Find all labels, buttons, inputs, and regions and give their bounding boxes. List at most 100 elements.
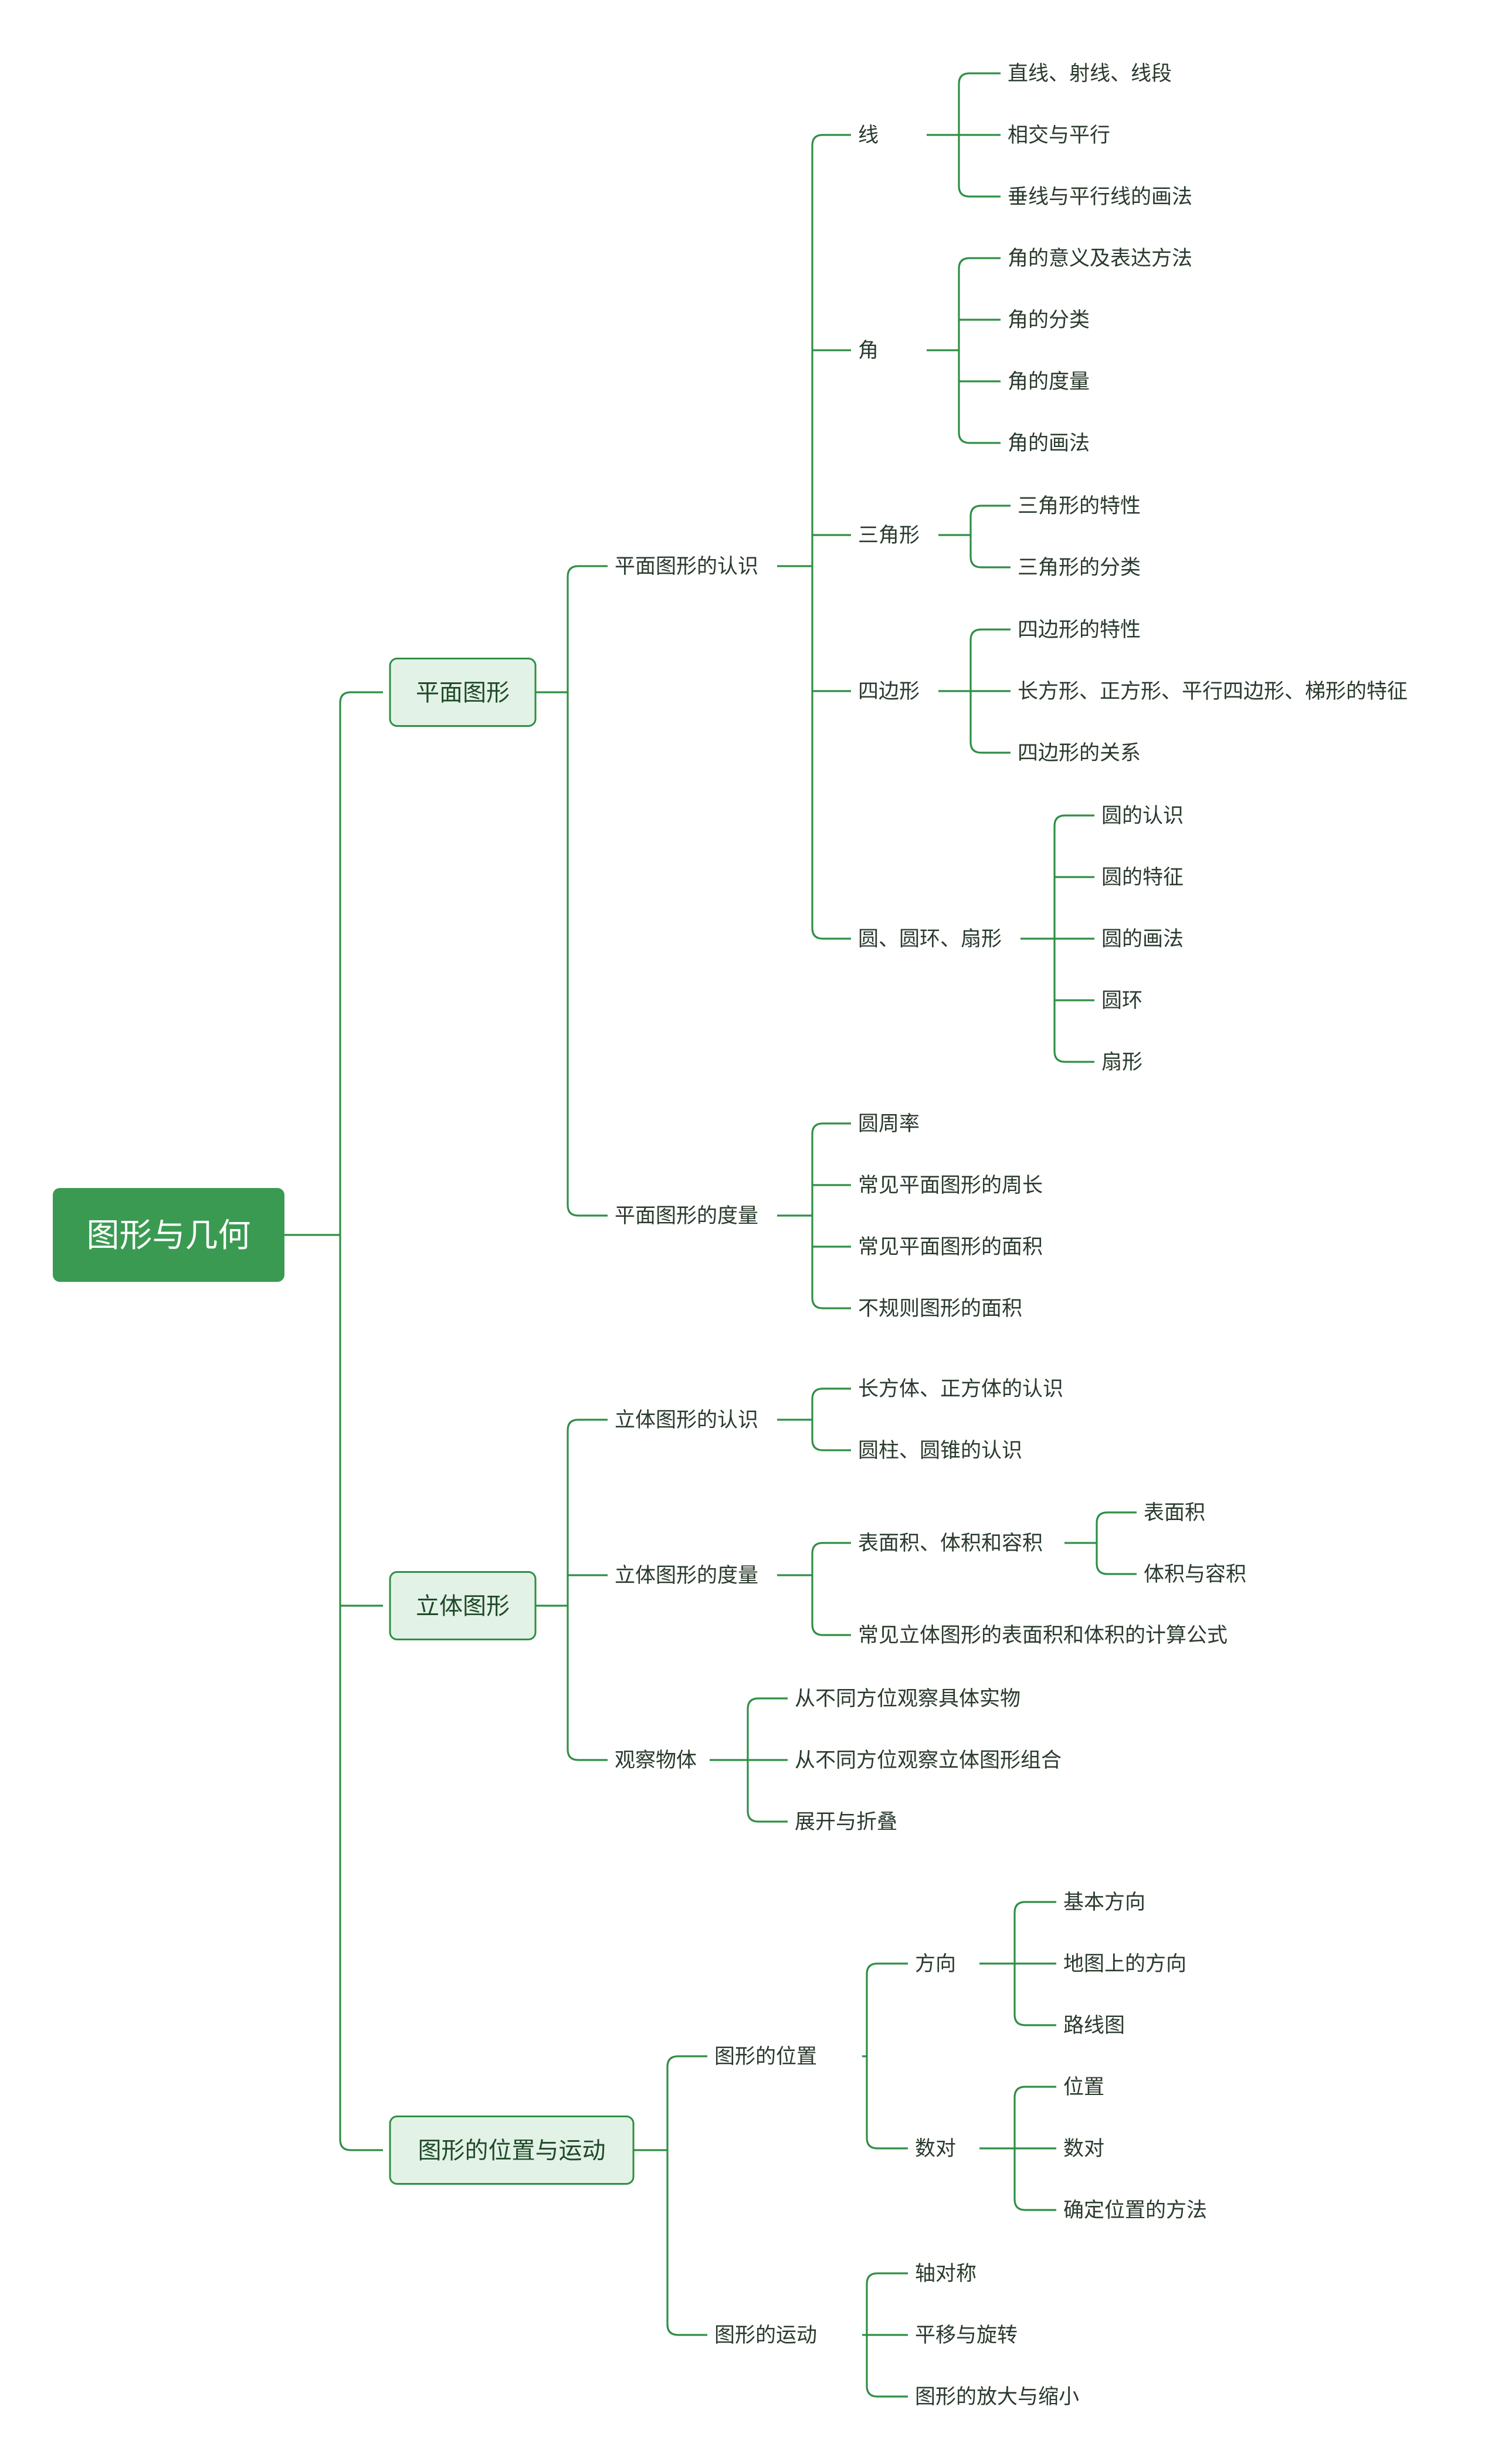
topic-node-label[interactable]: 数对 (915, 2137, 956, 2161)
topic-node-label[interactable]: 长方形、正方形、平行四边形、梯形的特征 (1018, 680, 1408, 703)
topic-node-label[interactable]: 圆的特征 (1101, 866, 1184, 889)
connector-branch (866, 2056, 908, 2150)
topic-node-label[interactable]: 平面图形的认识 (615, 555, 758, 578)
connector-branch (811, 1216, 851, 1309)
connector-branch (866, 2272, 908, 2335)
topic-node-label[interactable]: 三角形 (858, 524, 920, 547)
connector-branch (747, 1760, 788, 1823)
topic-node-label[interactable]: 轴对称 (915, 2262, 977, 2286)
topic-node-label[interactable]: 立体图形的度量 (615, 1564, 758, 1588)
topic-node-label[interactable]: 图形的运动 (714, 2324, 817, 2347)
connector-branch (958, 135, 1001, 198)
connector-branch (1053, 814, 1094, 939)
topic-node-label[interactable]: 线 (858, 124, 879, 147)
topic-node-label[interactable]: 展开与折叠 (795, 1810, 897, 1834)
connector-branch (339, 1235, 383, 2151)
topic-node-label[interactable]: 图形的放大与缩小 (915, 2385, 1079, 2409)
topic-node-label[interactable]: 圆的认识 (1101, 804, 1184, 828)
connector-branch (969, 505, 1011, 535)
connector-branch (969, 691, 1011, 754)
connector-branch (811, 1575, 851, 1636)
topic-node-label[interactable]: 角的画法 (1008, 432, 1090, 455)
topic-node-label[interactable]: 三角形的分类 (1018, 556, 1141, 580)
connector-branch (666, 2150, 707, 2336)
connector-branch (811, 1542, 851, 1575)
topic-node-label[interactable]: 四边形的关系 (1018, 742, 1141, 765)
topic-node-label[interactable]: 圆环 (1101, 989, 1142, 1013)
connector-branch (811, 1387, 851, 1420)
topic-node-label[interactable]: 三角形的特性 (1018, 495, 1141, 518)
branch-node-label: 图形的位置与运动 (418, 2137, 606, 2164)
connector-branch (969, 535, 1011, 568)
topic-node-label[interactable]: 不规则图形的面积 (858, 1297, 1022, 1321)
topic-node-label[interactable]: 圆周率 (858, 1112, 920, 1136)
topic-node-label[interactable]: 地图上的方向 (1063, 1952, 1186, 1976)
root-node-label: 图形与几何 (87, 1217, 251, 1255)
connector-branch (866, 1962, 908, 2056)
connector-branch (666, 2055, 707, 2150)
branch-node-box[interactable] (389, 1571, 537, 1640)
topic-node-label[interactable]: 表面积、体积和容积 (858, 1532, 1043, 1555)
topic-node-label[interactable]: 圆的画法 (1101, 928, 1184, 951)
topic-node-label[interactable]: 角的意义及表达方法 (1008, 247, 1192, 270)
connector-branch (1096, 1511, 1137, 1543)
connector-branch (747, 1697, 788, 1760)
topic-node-label[interactable]: 常见平面图形的面积 (858, 1236, 1043, 1259)
topic-node-label[interactable]: 角的度量 (1008, 370, 1090, 394)
connector-branch (811, 1420, 851, 1451)
connector-branch (866, 2335, 908, 2398)
connector-branch (339, 691, 383, 1235)
connector-branch (1013, 2148, 1056, 2211)
branch-node-box[interactable] (389, 2116, 635, 2185)
connector-branch (567, 565, 608, 692)
connector-branch (958, 350, 1001, 444)
topic-node-label[interactable]: 基本方向 (1063, 1891, 1145, 1914)
root-node-box[interactable] (53, 1188, 284, 1282)
topic-node-label[interactable]: 直线、射线、线段 (1008, 62, 1172, 86)
topic-node-label[interactable]: 图形的位置 (714, 2045, 817, 2069)
connector-branch (567, 1419, 608, 1606)
topic-node-label[interactable]: 角 (858, 339, 879, 363)
topic-node-label[interactable]: 四边形的特性 (1018, 618, 1141, 642)
topic-node-label[interactable]: 从不同方位观察具体实物 (795, 1687, 1020, 1711)
topic-node-label[interactable]: 扇形 (1101, 1051, 1142, 1074)
connector-branch (1013, 1901, 1056, 1964)
topic-node-label[interactable]: 立体图形的认识 (615, 1409, 758, 1432)
topic-node-label[interactable]: 相交与平行 (1008, 124, 1110, 147)
connector-branch (1096, 1543, 1137, 1575)
connector-branch (1013, 1964, 1056, 2026)
connector-branch (969, 628, 1011, 691)
topic-node-label[interactable]: 常见平面图形的周长 (858, 1174, 1043, 1197)
topic-node-label[interactable]: 垂线与平行线的画法 (1008, 185, 1192, 209)
topic-node-label[interactable]: 路线图 (1063, 2014, 1125, 2037)
mindmap-nodes: 图形与几何平面图形平面图形的认识线直线、射线、线段相交与平行垂线与平行线的画法角… (53, 62, 1408, 2409)
topic-node-label[interactable]: 圆、圆环、扇形 (858, 928, 1002, 951)
connector-lines (284, 72, 1137, 2398)
topic-node-label[interactable]: 表面积 (1144, 1501, 1205, 1525)
topic-node-label[interactable]: 长方体、正方体的认识 (858, 1377, 1063, 1401)
topic-node-label[interactable]: 圆柱、圆锥的认识 (858, 1439, 1022, 1463)
topic-node-label[interactable]: 数对 (1063, 2137, 1104, 2161)
branch-node-label: 平面图形 (416, 679, 510, 706)
connector-branch (811, 1122, 851, 1216)
connector-branch (958, 257, 1001, 350)
topic-node-label[interactable]: 四边形 (858, 680, 920, 703)
connector-branch (1053, 939, 1094, 1063)
connector-branch (958, 72, 1001, 135)
connector-branch (811, 566, 851, 940)
topic-node-label[interactable]: 方向 (915, 1952, 956, 1976)
topic-node-label[interactable]: 体积与容积 (1144, 1563, 1246, 1586)
connector-branch (567, 1606, 608, 1761)
topic-node-label[interactable]: 观察物体 (615, 1749, 697, 1772)
connector-branch (1013, 2086, 1056, 2148)
topic-node-label[interactable]: 平移与旋转 (915, 2324, 1018, 2347)
branch-node-box[interactable] (389, 658, 537, 727)
topic-node-label[interactable]: 常见立体图形的表面积和体积的计算公式 (858, 1624, 1228, 1647)
topic-node-label[interactable]: 位置 (1063, 2076, 1104, 2099)
topic-node-label[interactable]: 确定位置的方法 (1063, 2199, 1207, 2222)
topic-node-label[interactable]: 从不同方位观察立体图形组合 (795, 1749, 1062, 1772)
branch-node-label: 立体图形 (416, 1593, 510, 1620)
topic-node-label[interactable]: 角的分类 (1008, 309, 1090, 332)
topic-node-label[interactable]: 平面图形的度量 (615, 1204, 758, 1228)
